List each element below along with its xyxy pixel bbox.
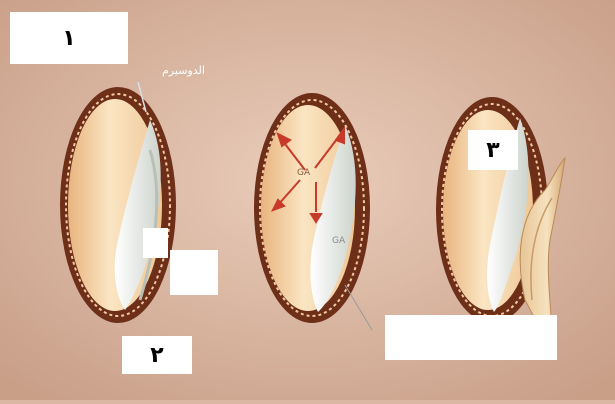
step-3-label: ٣ (486, 138, 499, 163)
step-1-label: ١ (62, 26, 75, 51)
aleurone-label: الدوسيرم (162, 64, 205, 77)
blank-box-seed-1-a (143, 228, 168, 258)
step-1-label-box: ١ (10, 12, 128, 64)
blank-box-seed-1-b (170, 250, 218, 295)
ga-label: GA (297, 168, 311, 178)
ga-label-lower: GA (332, 236, 346, 246)
step-3-label-box: ٣ (468, 130, 518, 170)
blank-box-seed-2 (385, 315, 557, 360)
step-2-label: ٢ (150, 343, 163, 368)
step-2-label-box: ٢ (122, 336, 192, 374)
